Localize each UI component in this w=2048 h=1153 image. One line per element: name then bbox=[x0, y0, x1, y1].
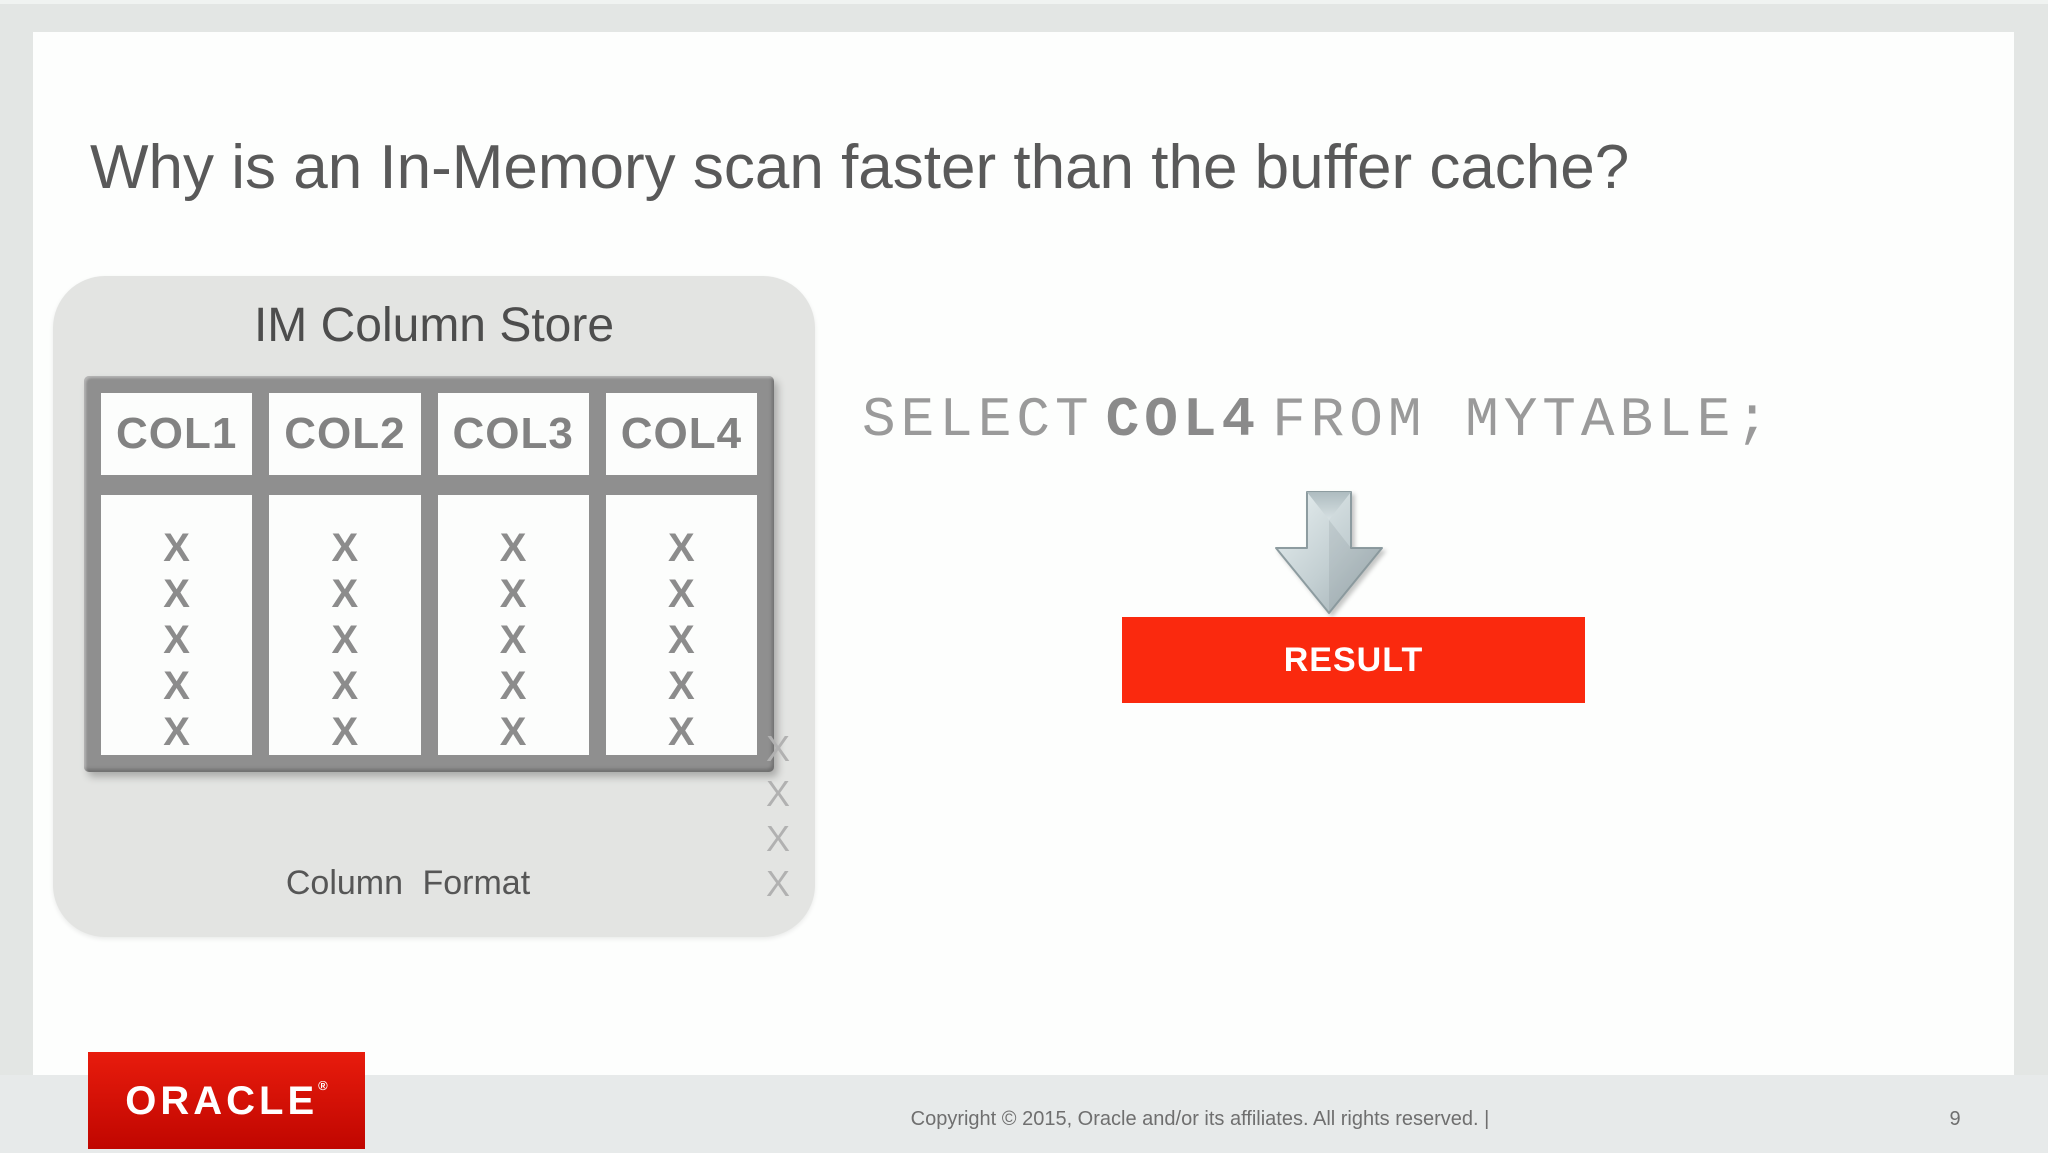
sql-rest: FROM MYTABLE; bbox=[1272, 388, 1774, 452]
table-column-2: COL2 X X X X X bbox=[269, 393, 421, 755]
page-title: Why is an In-Memory scan faster than the… bbox=[90, 133, 1630, 202]
column-header: COL1 bbox=[101, 393, 253, 475]
page-number: 9 bbox=[1949, 1108, 1961, 1130]
oracle-logo: ORACLE® bbox=[88, 1052, 365, 1149]
result-label: RESULT bbox=[1283, 640, 1424, 679]
column-header: COL4 bbox=[605, 393, 757, 475]
column-store-table: COL1 X X X X X COL2 X X X X X COL3 X X X… bbox=[84, 376, 774, 772]
top-edge-highlight bbox=[0, 0, 2048, 4]
sql-select-keyword: SELECT bbox=[862, 388, 1094, 452]
column-format-caption: Column Format bbox=[285, 864, 531, 902]
column-values: X X X X X bbox=[437, 495, 589, 755]
column-values: X X X X X bbox=[605, 495, 757, 755]
arrow-down-icon bbox=[1275, 491, 1383, 614]
im-column-store-title: IM Column Store bbox=[253, 299, 615, 352]
footer-copyright: Copyright © 2015, Oracle and/or its affi… bbox=[910, 1108, 1490, 1130]
sql-column-name: COL4 bbox=[1105, 388, 1261, 452]
table-column-4: COL4 X X X X X bbox=[605, 393, 757, 755]
registered-mark: ® bbox=[318, 1077, 328, 1093]
column-values: X X X X X bbox=[269, 495, 421, 755]
slide-canvas: Why is an In-Memory scan faster than the… bbox=[33, 32, 2014, 1075]
overflow-values: X X X X bbox=[765, 728, 790, 904]
oracle-logo-text: ORACLE® bbox=[125, 1077, 328, 1123]
column-header: COL2 bbox=[269, 393, 421, 475]
result-box: RESULT bbox=[1122, 617, 1585, 703]
im-column-store-panel: IM Column Store COL1 X X X X X COL2 X X … bbox=[53, 276, 815, 937]
table-column-3: COL3 X X X X X bbox=[437, 393, 589, 755]
table-column-1: COL1 X X X X X bbox=[101, 393, 253, 755]
column-values: X X X X X bbox=[101, 495, 253, 755]
column-header: COL3 bbox=[437, 393, 589, 475]
